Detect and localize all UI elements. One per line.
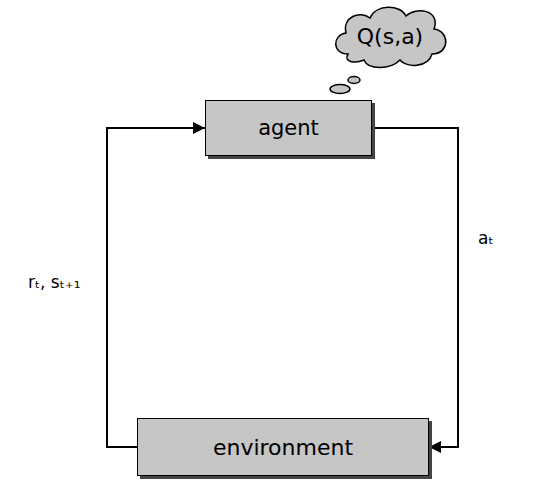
thought-bubble <box>330 85 350 94</box>
feedback-arrow <box>372 128 458 447</box>
node-text: agent <box>258 116 319 140</box>
edge-label: rₜ, sₜ₊₁ <box>28 272 80 292</box>
feedback-arrow <box>107 128 205 447</box>
thought-cloud: Q(s,a) <box>328 2 452 70</box>
agent-box: agent <box>205 100 372 156</box>
node-text: Q(s,a) <box>357 24 423 49</box>
node-text: environment <box>213 435 353 460</box>
thought-bubble <box>348 77 360 84</box>
edge-label: aₜ <box>478 228 493 248</box>
environment-box: environment <box>137 418 429 476</box>
